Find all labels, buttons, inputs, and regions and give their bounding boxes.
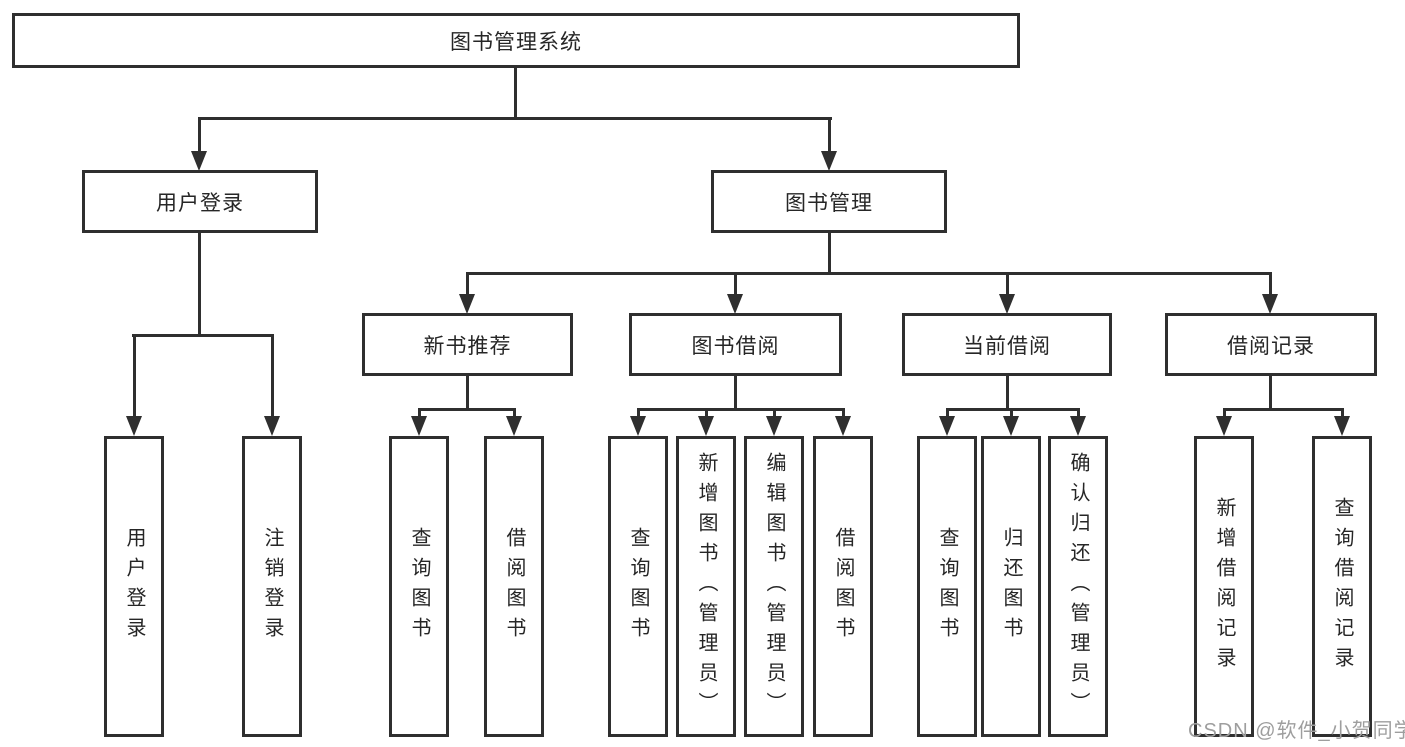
arrowhead-icon [821, 151, 837, 171]
connector-line [514, 66, 517, 120]
connector-line [1269, 272, 1272, 297]
node-borrow-records-label: 借阅记录 [1227, 334, 1315, 358]
connector-line [828, 117, 831, 155]
leaf-label: 确认归还（管理员） [1067, 451, 1089, 722]
connector-line [513, 408, 516, 418]
leaf-label: 借阅图书 [503, 526, 525, 647]
node-book-management: 图书管理 [711, 170, 947, 233]
node-borrow-records: 借阅记录 [1165, 313, 1377, 376]
leaf-label: 新增图书（管理员） [695, 451, 717, 722]
leaf-user-login: 用户登录 [104, 436, 164, 737]
connector-line [1223, 408, 1226, 418]
node-book-borrow: 图书借阅 [629, 313, 842, 376]
leaf-query-books-recommend: 查询图书 [389, 436, 449, 737]
connector-line [1077, 408, 1080, 418]
connector-line [198, 117, 832, 120]
arrowhead-icon [939, 416, 955, 436]
node-library-system: 图书管理系统 [12, 13, 1020, 68]
node-new-book-recommend: 新书推荐 [362, 313, 573, 376]
connector-line [1006, 272, 1009, 297]
leaf-label: 借阅图书 [832, 526, 854, 647]
node-current-borrow: 当前借阅 [902, 313, 1112, 376]
arrowhead-icon [1262, 294, 1278, 314]
node-new-book-recommend-label: 新书推荐 [423, 334, 512, 358]
connector-line [1010, 408, 1013, 418]
leaf-edit-books-admin: 编辑图书（管理员） [744, 436, 804, 737]
connector-line [1223, 408, 1344, 411]
connector-line [828, 232, 831, 275]
leaf-query-books-current: 查询图书 [917, 436, 977, 737]
arrowhead-icon [727, 294, 743, 314]
connector-line [637, 408, 640, 418]
arrowhead-icon [698, 416, 714, 436]
arrowhead-icon [191, 151, 207, 171]
connector-line [198, 117, 201, 155]
connector-line [946, 408, 949, 418]
leaf-add-books-admin: 新增图书（管理员） [676, 436, 736, 737]
connector-line [198, 232, 201, 337]
leaf-label: 归还图书 [1000, 526, 1022, 647]
leaf-label: 查询图书 [627, 526, 649, 647]
leaf-label: 查询借阅记录 [1331, 496, 1353, 677]
arrowhead-icon [835, 416, 851, 436]
watermark: CSDN @软件_小贺同学 [1188, 720, 1405, 742]
leaf-borrow-books: 借阅图书 [813, 436, 873, 737]
connector-line [1006, 374, 1009, 411]
connector-line [637, 408, 845, 411]
connector-line [773, 408, 776, 418]
connector-line [418, 408, 516, 411]
leaf-query-borrow-record: 查询借阅记录 [1312, 436, 1372, 737]
arrowhead-icon [506, 416, 522, 436]
leaf-return-books: 归还图书 [981, 436, 1041, 737]
arrowhead-icon [766, 416, 782, 436]
leaf-query-books-borrow: 查询图书 [608, 436, 668, 737]
node-library-system-label: 图书管理系统 [450, 30, 582, 54]
connector-line [271, 334, 274, 419]
node-user-login-label: 用户登录 [156, 191, 244, 215]
connector-line [842, 408, 845, 418]
leaf-label: 注销登录 [261, 526, 283, 647]
leaf-label: 查询图书 [408, 526, 430, 647]
node-book-borrow-label: 图书借阅 [691, 334, 780, 358]
arrowhead-icon [1070, 416, 1086, 436]
connector-line [734, 374, 737, 411]
leaf-add-borrow-record: 新增借阅记录 [1194, 436, 1254, 737]
arrowhead-icon [1334, 416, 1350, 436]
connector-line [132, 334, 274, 337]
leaf-borrow-books-recommend: 借阅图书 [484, 436, 544, 737]
leaf-label: 新增借阅记录 [1213, 496, 1235, 677]
arrowhead-icon [126, 416, 142, 436]
leaf-logout: 注销登录 [242, 436, 302, 737]
leaf-confirm-return-admin: 确认归还（管理员） [1048, 436, 1108, 737]
connector-line [466, 374, 469, 411]
node-user-login: 用户登录 [82, 170, 318, 233]
arrowhead-icon [1003, 416, 1019, 436]
leaf-label: 编辑图书（管理员） [763, 451, 785, 722]
arrowhead-icon [630, 416, 646, 436]
leaf-label: 用户登录 [123, 526, 145, 647]
arrowhead-icon [999, 294, 1015, 314]
arrowhead-icon [264, 416, 280, 436]
connector-line [418, 408, 421, 418]
arrowhead-icon [411, 416, 427, 436]
connector-line [133, 334, 136, 419]
connector-line [946, 408, 1080, 411]
connector-line [466, 272, 1272, 275]
leaf-label: 查询图书 [936, 526, 958, 647]
arrowhead-icon [1216, 416, 1232, 436]
connector-line [734, 272, 737, 297]
node-book-management-label: 图书管理 [785, 191, 873, 215]
node-current-borrow-label: 当前借阅 [963, 334, 1051, 358]
arrowhead-icon [459, 294, 475, 314]
connector-line [1341, 408, 1344, 418]
connector-line [1269, 374, 1272, 411]
connector-line [466, 272, 469, 297]
connector-line [705, 408, 708, 418]
